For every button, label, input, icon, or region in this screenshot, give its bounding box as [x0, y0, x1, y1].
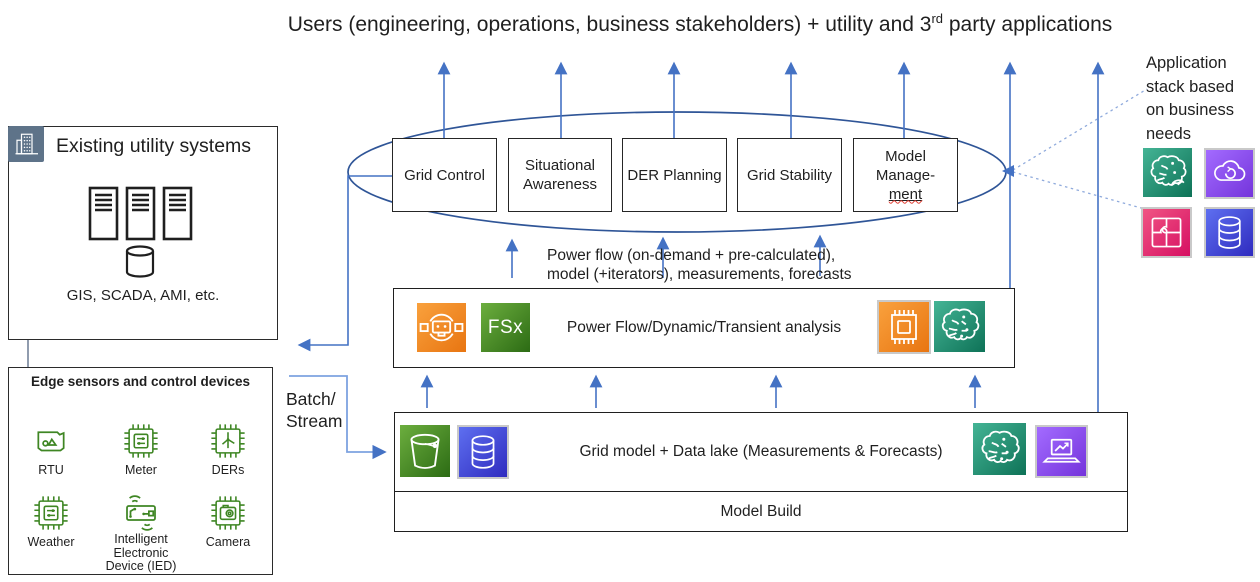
rtu-icon	[32, 422, 70, 460]
database-icon	[457, 425, 509, 479]
ml-brain-icon	[973, 423, 1026, 475]
meter-chip-icon	[122, 422, 160, 460]
existing-systems-caption: GIS, SCADA, AMI, etc.	[66, 287, 220, 304]
batch-stream-arrow	[289, 375, 387, 460]
arrow-to-existing-systems	[297, 175, 393, 352]
camera-chip-icon	[209, 494, 247, 532]
device-label-ders: DERs	[211, 463, 245, 477]
data-lake-label: Grid model + Data lake (Measurements & F…	[579, 443, 943, 460]
s3-bucket-icon	[400, 425, 450, 477]
model-build-label: Model Build	[720, 502, 802, 520]
up-arrows-to-analysis	[420, 374, 982, 408]
fsx-icon: FSx	[481, 303, 530, 352]
device-label-rtu: RTU	[38, 463, 64, 477]
ml-brain-icon	[934, 301, 985, 352]
app-box-grid-stability: Grid Stability	[737, 138, 842, 212]
weather-chip-icon	[32, 494, 70, 532]
edge-sensors-panel	[8, 367, 273, 575]
dotted-callout-lines	[1012, 88, 1148, 209]
cloud-loop-icon	[1204, 148, 1255, 199]
application-stack-note: Application stack based on business need…	[1146, 54, 1235, 143]
puzzle-icon	[1141, 207, 1192, 258]
device-label-camera: Camera	[205, 535, 251, 549]
database-icon	[1204, 207, 1255, 258]
servers-icon	[88, 186, 193, 278]
ml-brain-gauge-icon	[1143, 148, 1192, 197]
model-build-box: Model Build	[394, 490, 1128, 532]
app-box-model-management: Model Manage- ment	[853, 138, 958, 212]
superscript-rd: rd	[931, 11, 944, 26]
app-box-der-planning: DER Planning	[622, 138, 727, 212]
building-icon	[8, 126, 44, 162]
analysis-box-label: Power Flow/Dynamic/Transient analysis	[566, 319, 842, 336]
up-arrows-to-ellipse	[505, 234, 827, 278]
robot-icon	[417, 303, 466, 352]
up-arrows-to-users	[437, 61, 1105, 412]
power-flow-annotation: Power flow (on-demand + pre-calculated),…	[547, 247, 852, 283]
existing-systems-title: Existing utility systems	[56, 135, 252, 157]
page-title: Users (engineering, operations, business…	[287, 11, 1113, 36]
device-label-ied: Intelligent Electronic Device (IED)	[105, 532, 177, 573]
quicksight-icon	[1035, 425, 1088, 478]
callout-arrowhead	[1002, 165, 1014, 177]
ied-circuit-icon	[120, 492, 162, 534]
database-cylinder-icon	[125, 245, 155, 278]
device-label-weather: Weather	[27, 535, 75, 549]
chip-icon	[877, 300, 931, 354]
existing-systems-panel	[8, 126, 278, 340]
wind-turbine-chip-icon	[209, 422, 247, 460]
device-label-meter: Meter	[125, 463, 157, 477]
app-box-situational-awareness: Situational Awareness	[508, 138, 612, 212]
edge-sensors-title: Edge sensors and control devices	[30, 374, 251, 389]
batch-stream-label: Batch/ Stream	[286, 389, 343, 431]
app-box-grid-control: Grid Control	[392, 138, 497, 212]
